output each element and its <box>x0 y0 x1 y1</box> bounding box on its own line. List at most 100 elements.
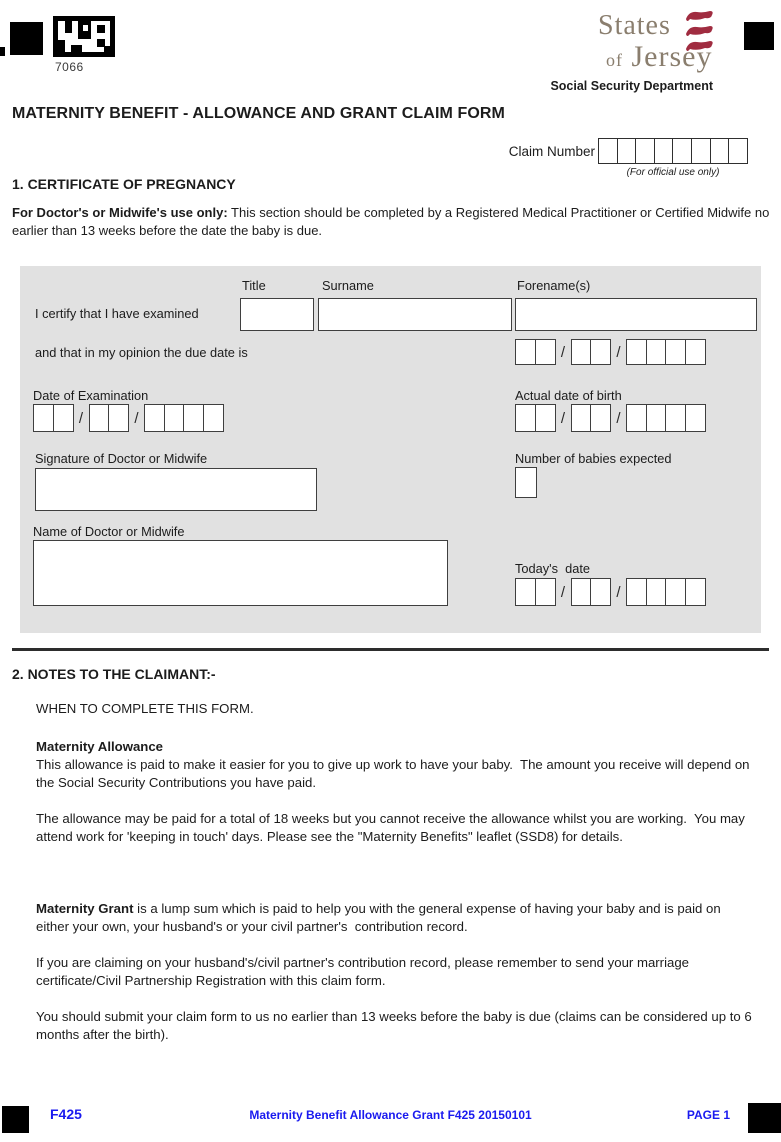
date-cell[interactable] <box>202 404 224 432</box>
date-cell[interactable] <box>626 404 647 432</box>
babies-expected-input[interactable] <box>515 467 537 498</box>
certify-text: I certify that I have examined <box>35 306 199 321</box>
date-cell[interactable] <box>684 578 706 606</box>
date-cell[interactable] <box>534 339 556 365</box>
date-cell[interactable] <box>515 339 536 365</box>
examination-date-grid[interactable]: / / <box>33 404 224 432</box>
date-cell[interactable] <box>534 578 556 606</box>
todays-date-grid[interactable]: / / <box>515 578 706 606</box>
due-date-text: and that in my opinion the due date is <box>35 345 248 360</box>
states-of-jersey-logo: States of Jersey <box>598 10 768 72</box>
doctor-name-label: Name of Doctor or Midwife <box>33 524 185 539</box>
babies-expected-label: Number of babies expected <box>515 451 672 466</box>
section2-heading: 2. NOTES TO THE CLAIMANT:- <box>12 666 216 682</box>
form-title: MATERNITY BENEFIT - ALLOWANCE AND GRANT … <box>12 105 505 122</box>
claim-number-label: Claim Number <box>508 144 595 159</box>
claim-number-cell[interactable] <box>653 138 674 164</box>
date-cell[interactable] <box>163 404 185 432</box>
surname-input[interactable] <box>318 298 512 331</box>
claim-number-cell[interactable] <box>709 138 730 164</box>
official-use-note: (For official use only) <box>626 167 720 178</box>
date-cell[interactable] <box>88 404 110 432</box>
jersey-crest-icon <box>686 11 713 51</box>
grant-body: is a lump sum which is paid to help you … <box>36 901 725 934</box>
logo-text-of: of <box>606 50 623 70</box>
title-column-label: Title <box>242 278 266 293</box>
grant-paragraph-2: If you are claiming on your husband's/ci… <box>36 955 693 988</box>
date-cell[interactable] <box>684 339 706 365</box>
department-name: Social Security Department <box>550 79 713 93</box>
certificate-panel: Title Surname Forename(s) I certify that… <box>20 266 761 633</box>
due-date-grid[interactable]: / / <box>515 339 706 365</box>
date-cell[interactable] <box>144 404 165 432</box>
surname-column-label: Surname <box>322 278 374 293</box>
document-reference: Maternity Benefit Allowance Grant F425 2… <box>249 1108 532 1122</box>
edge-registration-mark <box>0 47 5 56</box>
grant-paragraph-3: You should submit your claim form to us … <box>36 1009 756 1042</box>
claim-number-cell[interactable] <box>728 138 749 164</box>
registration-square-top-left <box>10 22 43 55</box>
maternity-allowance-heading: Maternity Allowance <box>36 739 164 754</box>
date-separator: / <box>616 409 621 427</box>
date-separator: / <box>616 583 621 601</box>
forenames-input[interactable] <box>515 298 757 331</box>
date-cell[interactable] <box>645 404 667 432</box>
date-cell[interactable] <box>590 404 611 432</box>
instruction-body: This section should be completed by a Re… <box>12 205 773 238</box>
signature-input[interactable] <box>35 468 317 511</box>
barcode-icon <box>53 16 115 62</box>
date-cell[interactable] <box>665 404 686 432</box>
todays-date-label: Today's date <box>515 561 591 576</box>
doctor-name-input[interactable] <box>33 540 448 606</box>
date-cell[interactable] <box>515 578 536 606</box>
grant-paragraph-1: Maternity Grant is a lump sum which is p… <box>36 900 752 935</box>
claim-number-cell[interactable] <box>616 138 637 164</box>
date-cell[interactable] <box>33 404 54 432</box>
maternity-grant-lead: Maternity Grant <box>36 901 134 916</box>
date-of-examination-label: Date of Examination <box>33 388 149 403</box>
date-cell[interactable] <box>570 339 592 365</box>
claim-number-cell[interactable] <box>672 138 693 164</box>
claim-number-grid[interactable] <box>598 138 749 164</box>
date-cell[interactable] <box>626 578 647 606</box>
date-cell[interactable] <box>645 339 667 365</box>
date-cell[interactable] <box>626 339 647 365</box>
birth-date-grid[interactable]: / / <box>515 404 706 432</box>
form-code: F425 <box>50 1106 82 1122</box>
logo-text-states: States <box>598 10 671 41</box>
date-separator: / <box>616 343 621 361</box>
date-separator: / <box>560 409 566 427</box>
date-cell[interactable] <box>590 578 611 606</box>
title-input[interactable] <box>240 298 314 331</box>
date-separator: / <box>134 409 139 427</box>
date-cell[interactable] <box>645 578 667 606</box>
section1-heading: 1. CERTIFICATE OF PREGNANCY <box>12 176 236 192</box>
signature-label: Signature of Doctor or Midwife <box>35 451 208 466</box>
date-cell[interactable] <box>52 404 74 432</box>
date-separator: / <box>78 409 84 427</box>
registration-square-bottom-left <box>2 1106 29 1133</box>
date-cell[interactable] <box>665 578 686 606</box>
barcode-number: 7066 <box>55 60 84 74</box>
when-to-complete-line: WHEN TO COMPLETE THIS FORM. <box>36 701 254 716</box>
date-cell[interactable] <box>183 404 204 432</box>
claim-number-cell[interactable] <box>691 138 712 164</box>
section1-instruction: For Doctor's or Midwife's use only: This… <box>12 204 774 239</box>
section-divider <box>12 648 769 651</box>
date-cell[interactable] <box>534 404 556 432</box>
actual-date-of-birth-label: Actual date of birth <box>515 388 622 403</box>
allowance-paragraph-2: The allowance may be paid for a total of… <box>36 811 749 844</box>
date-cell[interactable] <box>108 404 129 432</box>
claim-number-cell[interactable] <box>598 138 618 164</box>
registration-square-top-right <box>744 22 774 50</box>
date-cell[interactable] <box>684 404 706 432</box>
claim-number-cell[interactable] <box>635 138 656 164</box>
date-cell[interactable] <box>570 578 592 606</box>
date-cell[interactable] <box>665 339 686 365</box>
instruction-lead: For Doctor's or Midwife's use only: <box>12 205 228 220</box>
page-number: PAGE 1 <box>686 1108 730 1122</box>
date-cell[interactable] <box>515 404 536 432</box>
date-cell[interactable] <box>590 339 611 365</box>
date-cell[interactable] <box>570 404 592 432</box>
